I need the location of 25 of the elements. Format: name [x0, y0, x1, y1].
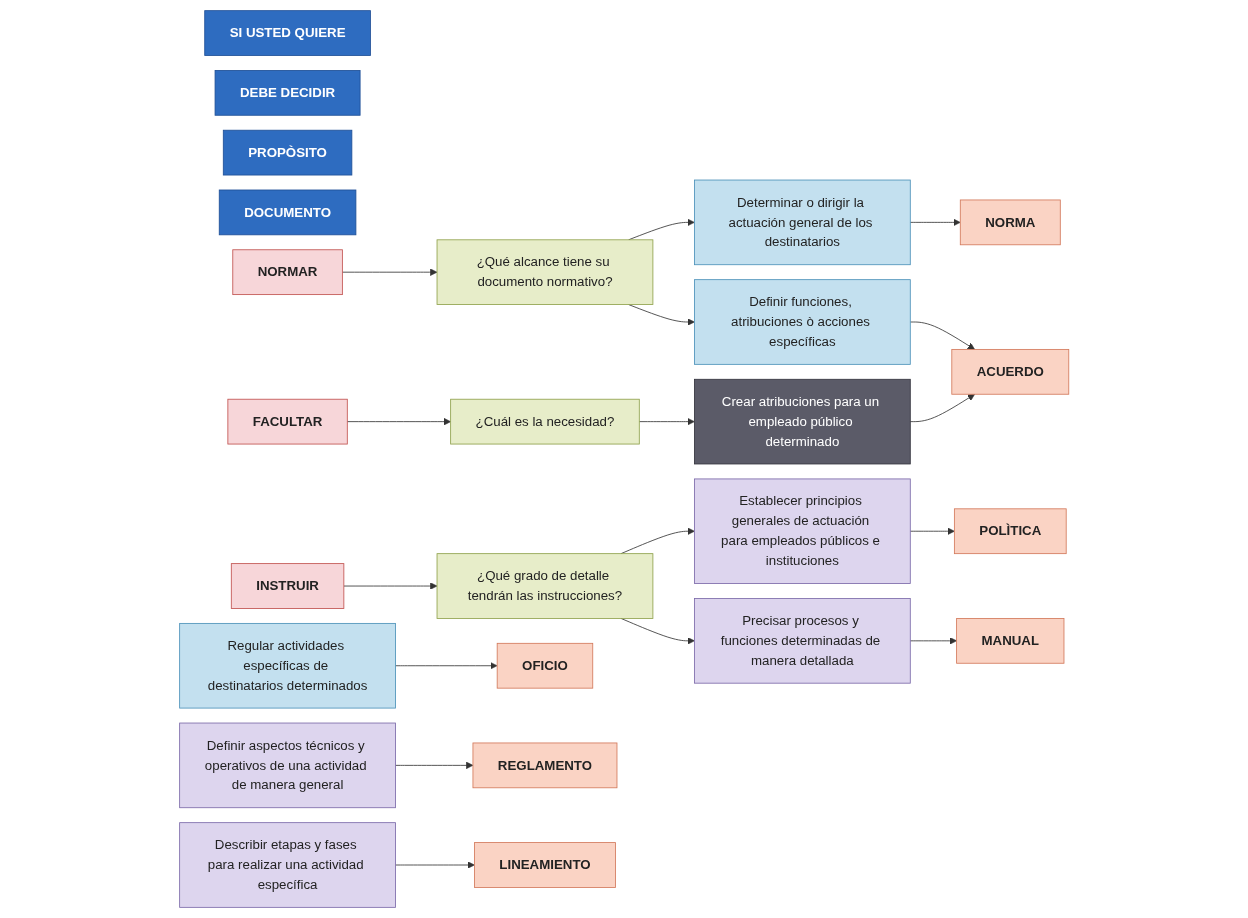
node-box: POLÌTICA: [953, 508, 1067, 555]
node-box: INSTRUIR: [230, 563, 345, 609]
node-box: SI USTED QUIERE: [204, 10, 371, 56]
node-box: Crear atribuciones para un empleado público determinado: [693, 378, 911, 465]
node-box: Regular actividades específicas de destinatarios determinados: [179, 623, 396, 709]
node-box: ¿Qué grado de detalle tendrán las instrucciones?: [436, 553, 654, 619]
node-box: DOCUMENTO: [218, 189, 357, 236]
node-box: MANUAL: [955, 618, 1065, 664]
node-box: ¿Cuál es la necesidad?: [450, 398, 640, 445]
node-box: FACULTAR: [227, 398, 348, 445]
node-box: ACUERDO: [951, 349, 1069, 395]
node-box: PROPÒSITO: [222, 129, 353, 176]
node-box: ¿Qué alcance tiene su documento normativo?: [436, 239, 654, 305]
node-box: Definir aspectos técnicos y operativos de una actividad de manera general: [179, 722, 396, 809]
node-box: Determinar o dirigir la actuación general de los destinatarios: [693, 179, 911, 266]
node-box: Precisar procesos y funciones determinadas de manera detallada: [693, 598, 911, 684]
node-box: NORMAR: [232, 249, 343, 295]
node-box: OFICIO: [496, 642, 593, 689]
node-box: Definir funciones, atribuciones ò acciones específicas: [693, 279, 911, 365]
node-box: NORMA: [959, 199, 1061, 246]
node-box: DEBE DECIDIR: [214, 70, 361, 116]
node-box: REGLAMENTO: [472, 742, 618, 789]
node-box: LINEAMIENTO: [473, 842, 616, 888]
node-box: Describir etapas y fases para realizar una actividad específica: [179, 822, 396, 908]
node-box: Establecer principios generales de actuación para empleados públicos e instituciones: [693, 478, 911, 584]
